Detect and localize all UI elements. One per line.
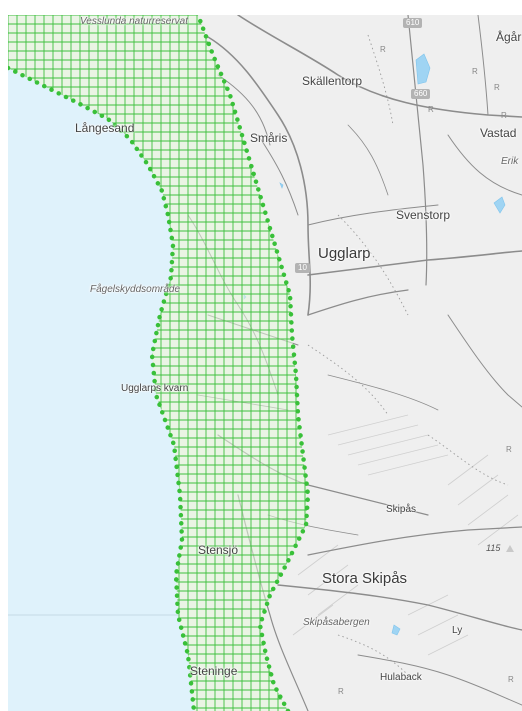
label-ly[interactable]: Ly xyxy=(452,625,463,636)
label-fagelskydd[interactable]: Fågelskyddsområde xyxy=(90,284,181,295)
r-mark: R xyxy=(501,111,507,120)
road-shield-10: 10 xyxy=(295,263,310,273)
label-vastad[interactable]: Vastad xyxy=(480,126,517,140)
r-mark: R xyxy=(494,83,500,92)
terrain-hatching xyxy=(292,414,519,656)
r-mark: R xyxy=(428,105,434,114)
label-ugglarps-kvarn[interactable]: Ugglarps kvarn xyxy=(121,383,189,394)
road-shield-610: 610 xyxy=(403,18,423,28)
zone-boundary xyxy=(8,15,311,711)
water-spots xyxy=(243,53,506,636)
r-mark: R xyxy=(338,687,344,696)
map-canvas[interactable] xyxy=(8,15,522,711)
height-triangle-icon xyxy=(506,545,514,552)
r-mark: R xyxy=(506,445,512,454)
label-svenstorp[interactable]: Svenstorp xyxy=(396,208,451,222)
label-skipas[interactable]: Skipås xyxy=(386,504,417,515)
label-height-115: 115 xyxy=(486,543,501,553)
r-mark: R xyxy=(472,67,478,76)
label-agard[interactable]: Ågår xyxy=(496,30,522,44)
dotted-tracks xyxy=(307,34,509,676)
label-skallentorp[interactable]: Skällentorp xyxy=(302,74,363,88)
r-mark: R xyxy=(508,675,514,684)
label-smaris[interactable]: Småris xyxy=(250,131,288,145)
sea-area xyxy=(8,68,194,711)
label-hulaback[interactable]: Hulaback xyxy=(380,672,422,683)
label-erik[interactable]: Erik xyxy=(501,156,519,167)
label-skipasabergen[interactable]: Skipåsabergen xyxy=(303,617,370,628)
r-mark: R xyxy=(380,45,386,54)
label-ugglarp[interactable]: Ugglarp xyxy=(318,245,371,262)
label-stora-skipas[interactable]: Stora Skipås xyxy=(322,570,408,587)
label-vesslunda[interactable]: Vesslunda naturreservat xyxy=(80,16,189,27)
label-steninge[interactable]: Steninge xyxy=(190,664,238,678)
label-stensjo[interactable]: Stensjö xyxy=(198,543,239,557)
label-langesand[interactable]: Långesand xyxy=(75,121,135,135)
road-shield-660: 660 xyxy=(411,89,431,99)
map-view[interactable]: 610 660 10 R R R R R R R R Vesslunda nat… xyxy=(8,15,522,711)
